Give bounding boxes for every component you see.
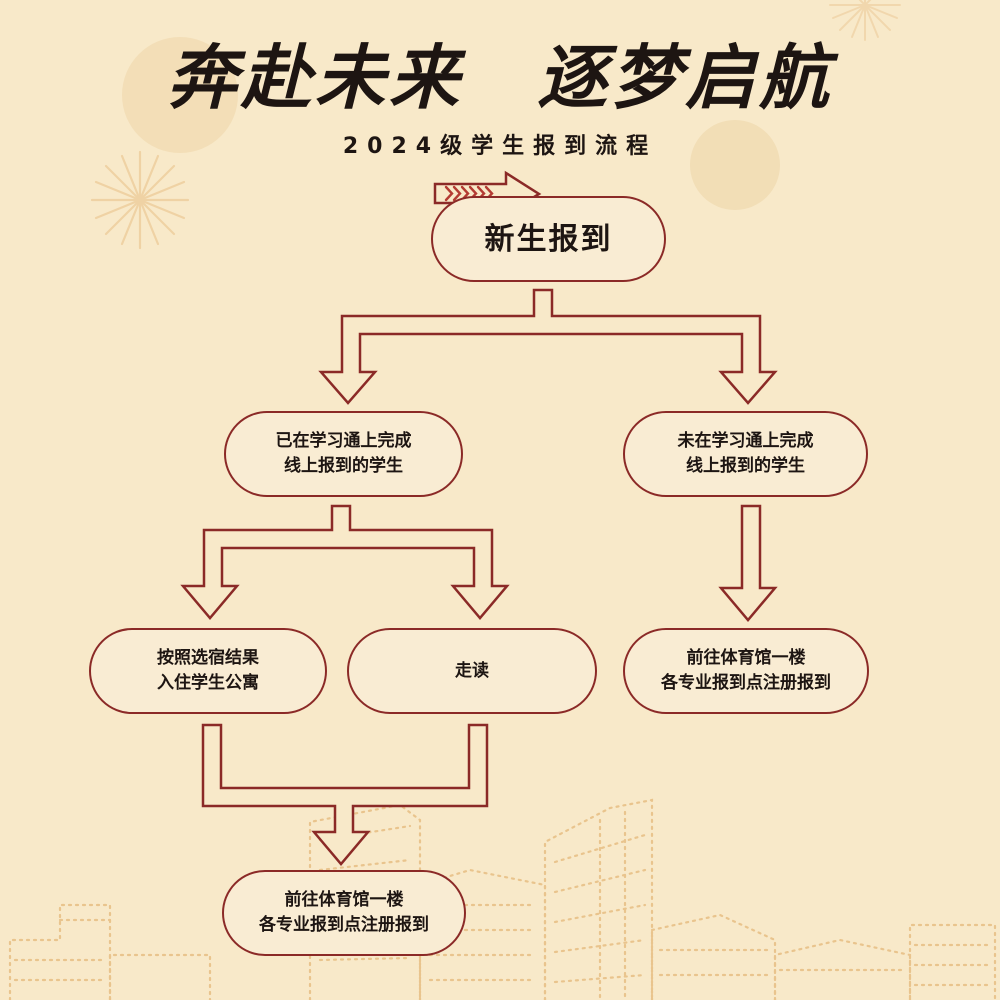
campus-skyline-illustration: [8, 798, 997, 1000]
node-register-right: 前往体育馆一楼 各专业报到点注册报到: [623, 628, 869, 714]
node-option-dorm-line-1: 按照选宿结果: [157, 648, 259, 668]
node-branch-right-line-2: 线上报到的学生: [686, 456, 805, 476]
node-branch-right: 未在学习通上完成 线上报到的学生: [623, 411, 868, 497]
flow-arrow-right-branch-to-register: [718, 504, 778, 622]
node-register-right-line-2: 各专业报到点注册报到: [661, 673, 831, 693]
firework-burst-icon: [90, 150, 190, 250]
node-register-bottom-line-2: 各专业报到点注册报到: [259, 915, 429, 935]
node-register-bottom: 前往体育馆一楼 各专业报到点注册报到: [222, 870, 466, 956]
node-branch-right-line-1: 未在学习通上完成: [677, 431, 814, 451]
flow-arrow-left-branch-to-options: [180, 504, 510, 620]
glow-circle-right: [690, 120, 780, 210]
firework-burst-icon: [829, 0, 901, 41]
node-register-right-line-1: 前往体育馆一楼: [686, 648, 806, 668]
node-option-dorm: 按照选宿结果 入住学生公寓: [89, 628, 327, 714]
node-start: 新生报到: [431, 196, 666, 282]
node-option-commute: 走读: [347, 628, 597, 714]
node-branch-left-line-2: 线上报到的学生: [284, 456, 403, 476]
calligraphy-title: 奔赴未来 逐梦启航: [167, 36, 833, 119]
node-option-commute-label: 走读: [455, 660, 489, 681]
flow-arrow-options-to-register: [201, 723, 489, 866]
node-branch-left: 已在学习通上完成 线上报到的学生: [224, 411, 463, 497]
node-option-dorm-line-2: 入住学生公寓: [157, 673, 259, 693]
page-subtitle: 2024级学生报到流程: [342, 134, 658, 159]
node-branch-left-line-1: 已在学习通上完成: [275, 431, 412, 451]
node-register-bottom-line-1: 前往体育馆一楼: [284, 890, 404, 910]
flow-arrow-start-to-branches: [318, 288, 778, 405]
node-start-label: 新生报到: [484, 221, 613, 257]
glow-circle-left: [122, 37, 238, 153]
